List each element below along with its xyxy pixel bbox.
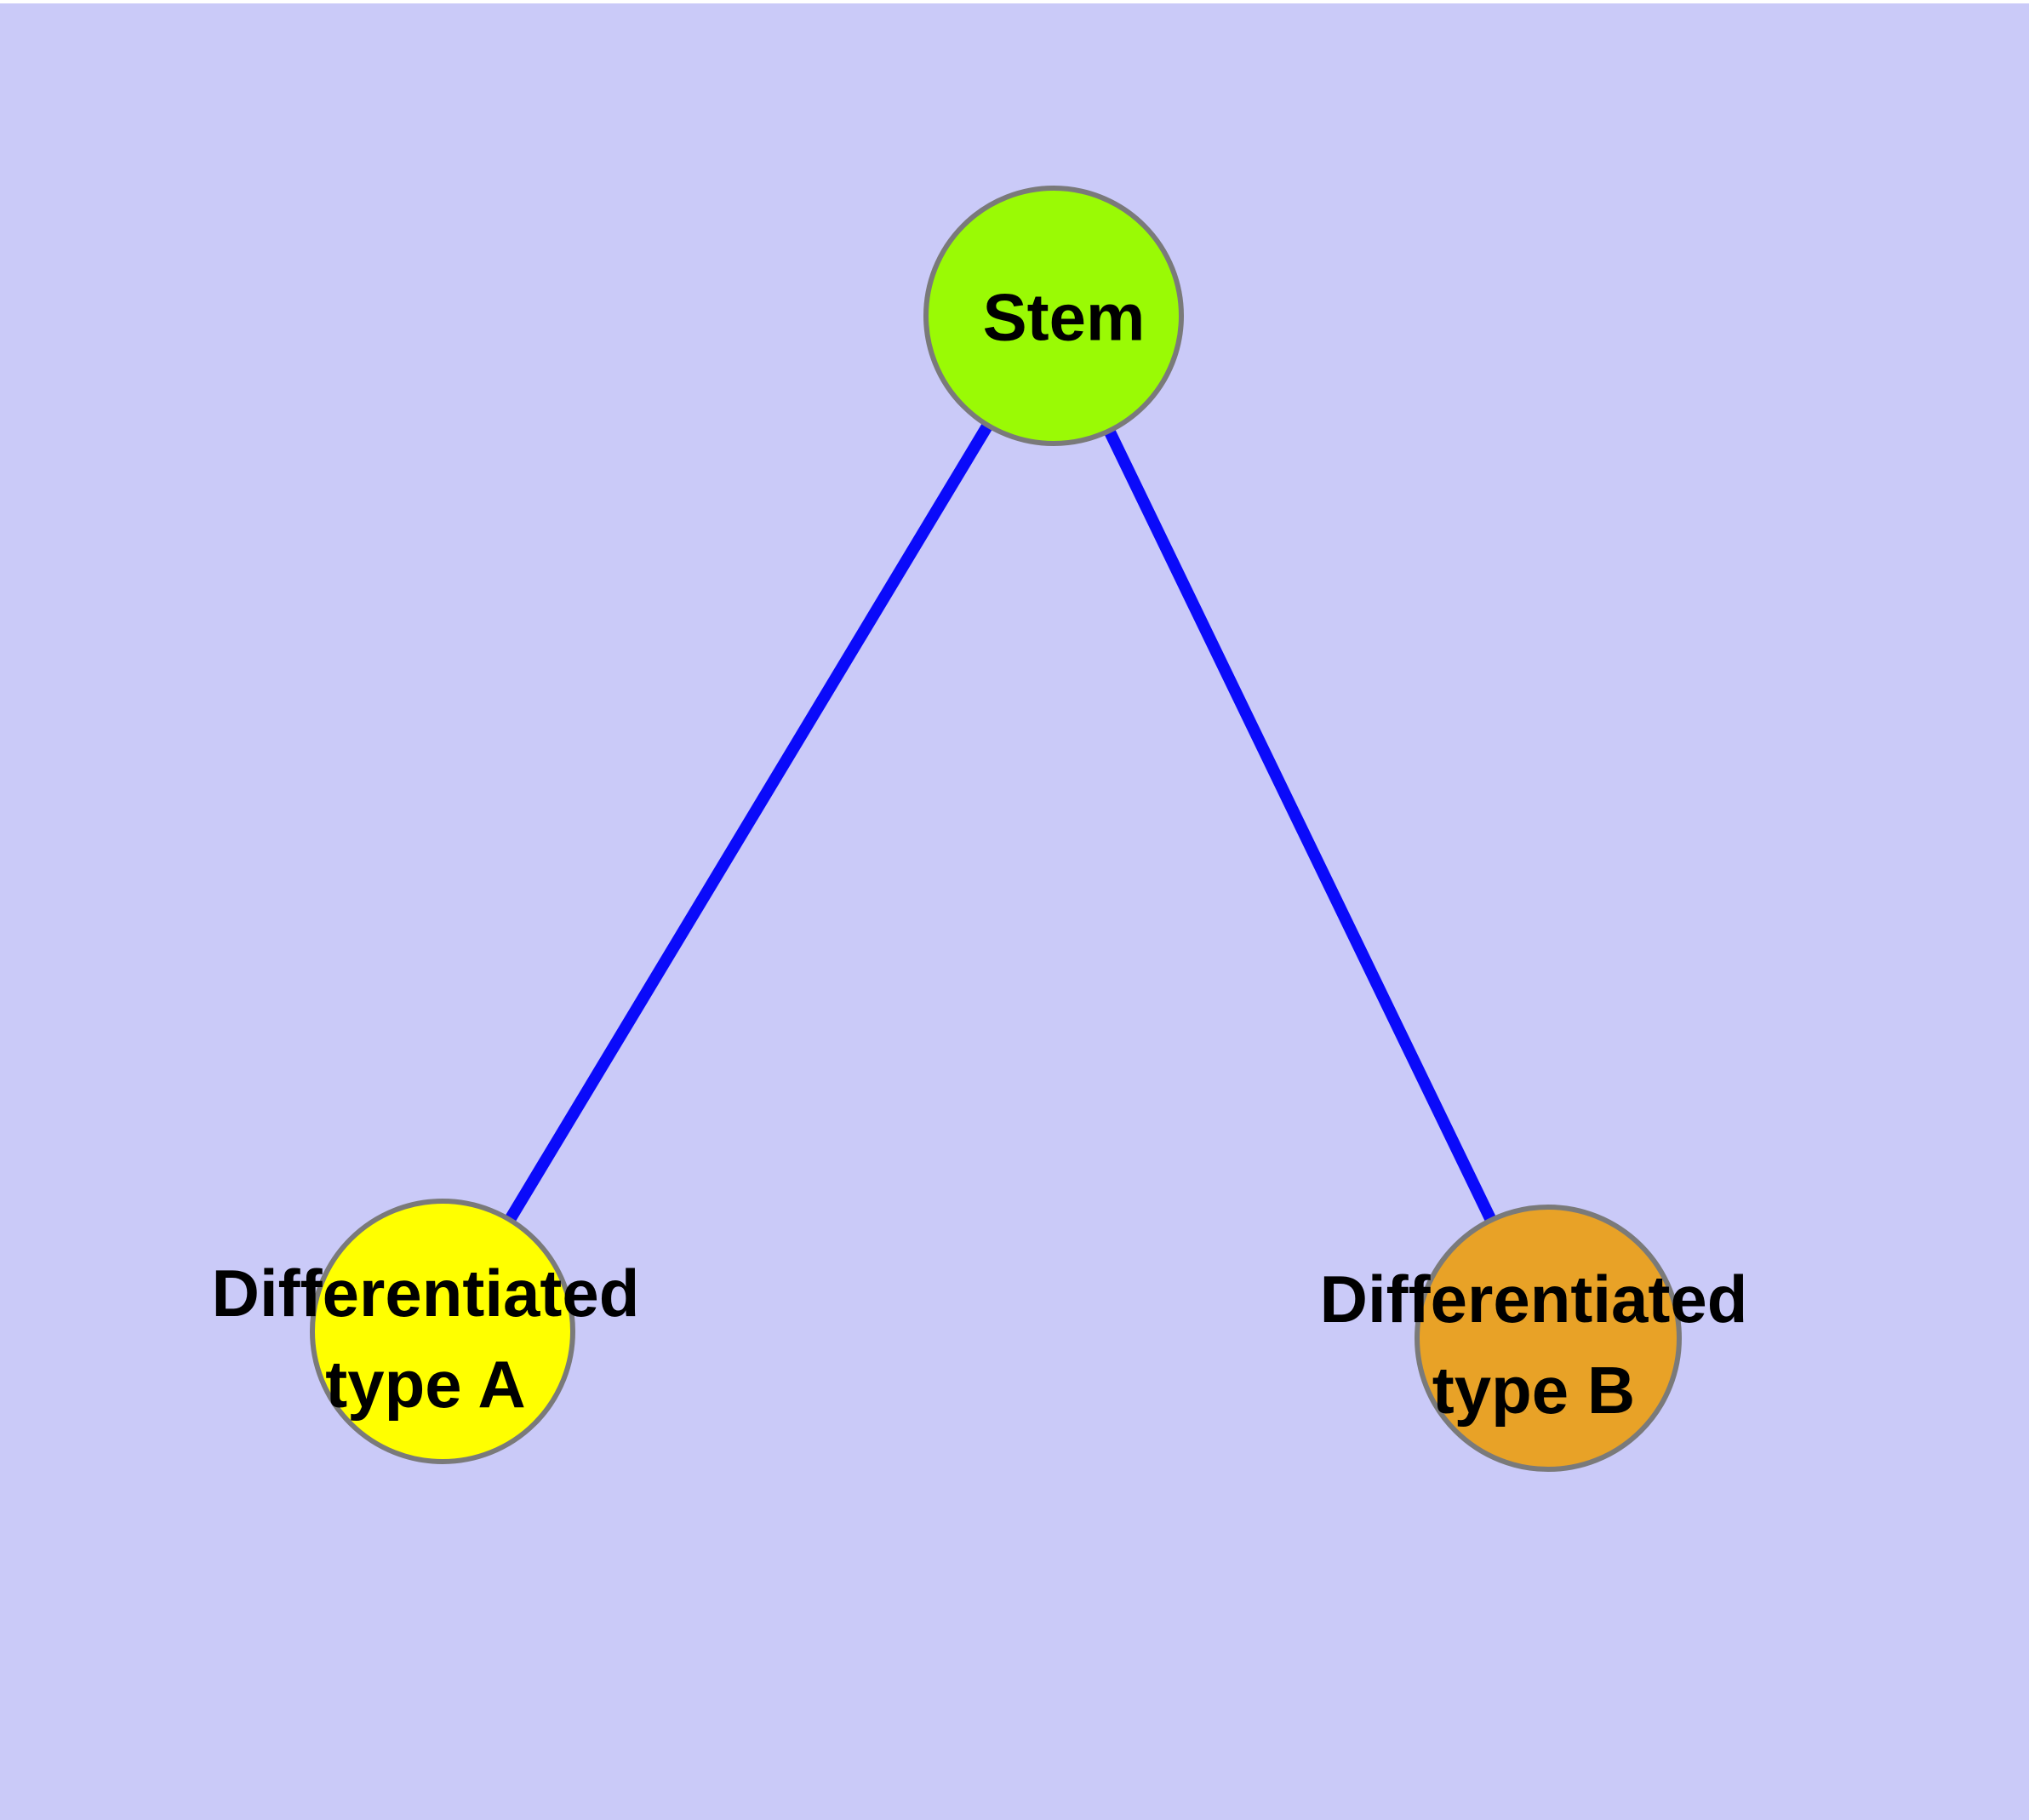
edge-stem-to-type-a bbox=[437, 312, 1059, 1335]
node-type-b-circle bbox=[1415, 1205, 1682, 1472]
node-type-a-circle bbox=[310, 1199, 575, 1464]
node-stem-circle bbox=[923, 186, 1184, 446]
edge-stem-to-type-b bbox=[1048, 312, 1554, 1342]
